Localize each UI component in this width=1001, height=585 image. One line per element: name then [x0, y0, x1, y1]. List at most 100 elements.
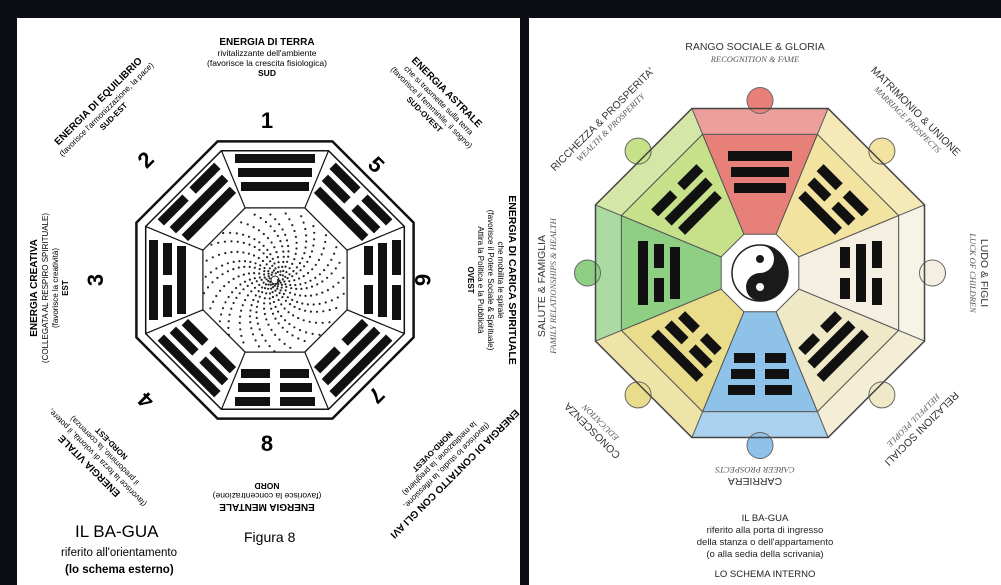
- spiral-dot: [291, 334, 293, 336]
- spiral-dot: [298, 277, 300, 279]
- spiral-dot: [239, 328, 241, 330]
- spiral-dot: [305, 331, 307, 333]
- spiral-dot: [278, 339, 280, 341]
- spiral-dot: [279, 270, 281, 272]
- spiral-dot: [303, 252, 305, 254]
- spiral-dot: [254, 262, 256, 264]
- spiral-dot: [211, 281, 213, 283]
- spiral-dot: [257, 301, 259, 303]
- spiral-dot: [239, 316, 241, 318]
- area-subtitle: CAREER PROSPECTS: [714, 465, 794, 475]
- sector-number-8: 8: [261, 431, 273, 456]
- spiral-dot: [286, 331, 288, 333]
- spiral-dot: [291, 224, 293, 226]
- spiral-dot: [269, 297, 271, 299]
- label-direction: EST: [61, 280, 70, 296]
- spiral-dot: [293, 326, 295, 328]
- spiral-dot: [272, 291, 274, 293]
- spiral-dot: [296, 266, 298, 268]
- spiral-dot: [243, 274, 245, 276]
- spiral-dot: [265, 292, 267, 294]
- caption-line: (o alla sedia della scrivania): [706, 549, 823, 560]
- label-line: (COLLEGATA AL RESPIRO SPIRITUALE): [41, 213, 50, 363]
- spiral-dot: [267, 273, 269, 275]
- label-direction: SUD: [258, 68, 276, 78]
- spiral-dot: [235, 287, 237, 289]
- spiral-dot: [228, 334, 230, 336]
- spiral-dot: [247, 223, 249, 225]
- spiral-dot: [325, 234, 327, 236]
- trigram-bar: [177, 246, 186, 314]
- spiral-dot: [219, 320, 221, 322]
- wedge-lobe: [625, 382, 651, 408]
- trigram-bar: [280, 383, 312, 392]
- spiral-dot: [312, 333, 314, 335]
- spiral-dot: [303, 222, 305, 224]
- trigram-bar: [364, 285, 373, 314]
- spiral-dot: [269, 292, 271, 294]
- spiral-dot: [254, 267, 256, 269]
- spiral-dot: [265, 340, 267, 342]
- spiral-dot: [292, 314, 294, 316]
- spiral-dot: [249, 261, 251, 263]
- label-line: Attira la Politica e la Pubblicità: [476, 226, 485, 334]
- trigram-bar: [872, 241, 882, 268]
- spiral-dot: [256, 280, 258, 282]
- spiral-dot: [304, 228, 306, 230]
- spiral-dot: [269, 302, 271, 304]
- spiral-dot: [276, 294, 278, 296]
- spiral-dot: [280, 282, 282, 284]
- spiral-dot: [228, 320, 230, 322]
- label-line: (favorisce la creatività): [51, 248, 60, 328]
- trigram-bar: [241, 369, 270, 378]
- spiral-dot: [261, 279, 263, 281]
- spiral-dot: [260, 217, 262, 219]
- spiral-dot: [280, 303, 282, 305]
- spiral-dot: [259, 268, 261, 270]
- spiral-dot: [271, 274, 273, 276]
- spiral-dot: [319, 273, 321, 275]
- figure-label: Figura 8: [244, 529, 296, 545]
- spiral-dot: [272, 286, 274, 288]
- spiral-dot: [274, 218, 276, 220]
- spiral-dot: [297, 337, 299, 339]
- spiral-dot: [290, 287, 292, 289]
- spiral-dot: [203, 292, 205, 294]
- spiral-dot: [229, 314, 231, 316]
- trigram-bar: [654, 244, 664, 268]
- spiral-dot: [324, 241, 326, 243]
- spiral-dot: [256, 306, 258, 308]
- spiral-dot: [303, 275, 305, 277]
- spiral-dot: [313, 238, 315, 240]
- spiral-dot: [307, 272, 309, 274]
- spiral-dot: [303, 265, 305, 267]
- spiral-dot: [264, 313, 266, 315]
- label-ovest: ENERGIA DI CARICA SPIRITUALE che mobilit…: [466, 195, 518, 365]
- spiral-dot: [279, 292, 281, 294]
- spiral-dot: [242, 288, 244, 290]
- label-line: (favorisce l'armonizzazione, la pace): [58, 60, 156, 158]
- label-title: ENERGIA CREATIVA: [29, 239, 40, 337]
- spiral-dot: [281, 266, 283, 268]
- spiral-dot: [322, 310, 324, 312]
- wedge-lobe: [869, 138, 895, 164]
- spiral-dot: [270, 225, 272, 227]
- spiral-dot: [289, 347, 291, 349]
- wedge-lobe: [625, 138, 651, 164]
- spiral-dot: [282, 278, 284, 280]
- spiral-dot: [335, 267, 337, 269]
- spiral-dot: [296, 242, 298, 244]
- spiral-dot: [284, 234, 286, 236]
- trigram-bar: [235, 397, 270, 406]
- spiral-dot: [303, 319, 305, 321]
- trigram-bar: [163, 285, 172, 317]
- spiral-dot: [305, 234, 307, 236]
- inner-bagua-diagram: RANGO SOCIALE & GLORIA RECOGNITION & FAM…: [529, 18, 1001, 585]
- label-title: ENERGIA DI CONTATTO CON GLI AVI: [388, 407, 520, 540]
- spiral-dot: [222, 307, 224, 309]
- spiral-dot: [284, 307, 286, 309]
- spiral-dot: [296, 301, 298, 303]
- spiral-dot: [275, 272, 277, 274]
- spiral-dot: [306, 287, 308, 289]
- trigram-bar: [731, 369, 755, 379]
